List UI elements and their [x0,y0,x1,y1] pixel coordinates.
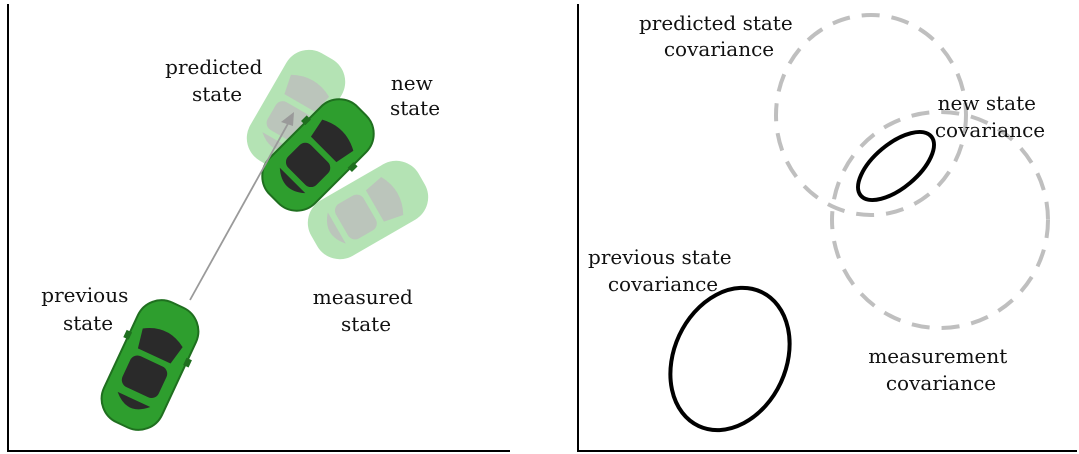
right-panel: predicted state covariance new state cov… [577,4,1077,452]
predicted-state-covariance-label: predicted state covariance [639,11,799,61]
new-state-car [261,98,375,212]
measured-state-car [307,160,429,260]
previous-state-covariance-ellipse [668,285,792,433]
measurement-covariance-ellipse [830,110,1050,330]
previous-state-covariance-label: previous state covariance [588,245,738,296]
previous-state-car [100,299,200,431]
new-state-covariance-ellipse [856,129,936,203]
left-panel: predicted state new state previous state… [7,4,510,452]
previous-state-label: previous state [41,283,134,335]
measured-state-label: measured state [313,285,419,336]
predicted-state-label: predicted state [165,55,269,106]
predicted-state-covariance-ellipse [774,13,968,217]
measurement-covariance-label: measurement covariance [868,344,1013,395]
new-state-covariance-label: new state covariance [935,91,1045,142]
new-state-label: new state [390,71,440,120]
prediction-arrow [189,112,294,301]
